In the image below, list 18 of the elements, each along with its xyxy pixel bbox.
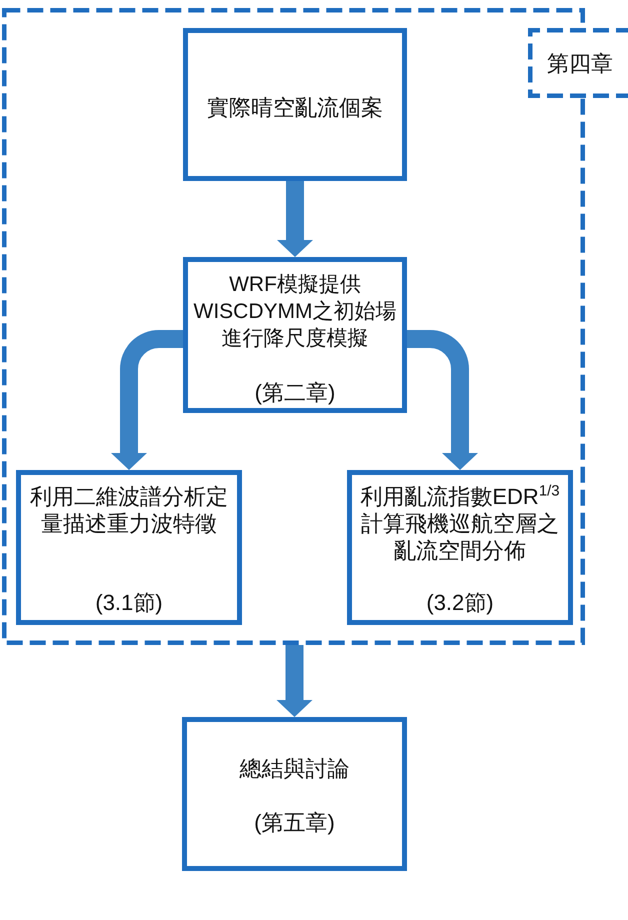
arrow [407, 330, 478, 470]
process-box [347, 470, 573, 625]
reference-text: (3.1節) [94, 588, 164, 616]
step-text: 利用二維波譜分析定量描述重力波特徵 [29, 482, 229, 536]
arrow [277, 181, 313, 257]
reference-text: (3.2節) [425, 588, 495, 616]
chapter-tab: 第四章 [528, 28, 628, 98]
process-box [183, 28, 407, 181]
reference-text: (第五章) [253, 808, 336, 836]
step-text: 實際晴空亂流個案 [206, 94, 384, 120]
reference-text: (第二章) [254, 378, 336, 406]
process-box [16, 470, 242, 625]
process-box [183, 257, 407, 413]
process-box [182, 717, 407, 871]
step-text: 總結與討論 [238, 754, 350, 782]
arrow [276, 645, 312, 717]
step-text: WRF模擬提供WISCDYMM之初始場進行降尺度模擬 [192, 272, 398, 352]
step-text: 利用亂流指數EDR$^{1/3}$計算飛機巡航空層之亂流空間分佈 [359, 482, 561, 564]
